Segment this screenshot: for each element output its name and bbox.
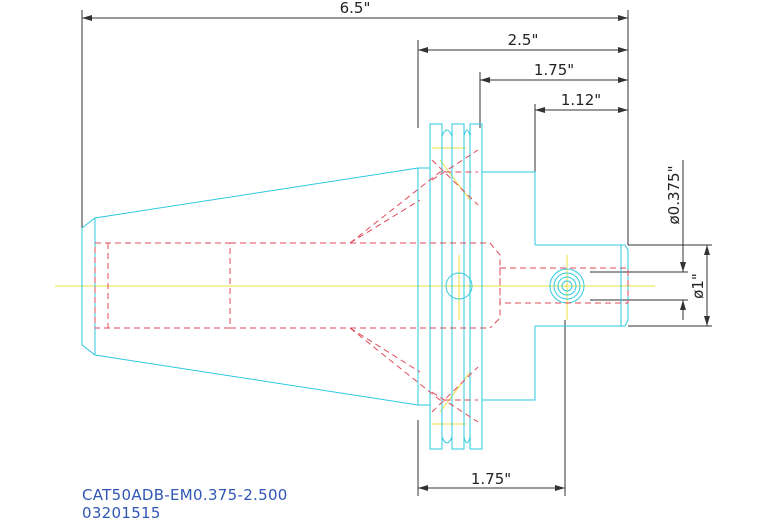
dimension-lines <box>81 10 712 496</box>
dim-overall-length: 6.5" <box>340 0 371 17</box>
dim-nose-length: 1.12" <box>561 91 601 109</box>
dim-flange-bottom: 1.75" <box>471 470 511 488</box>
part-number: CAT50ADB-EM0.375-2.500 <box>82 486 288 504</box>
centerlines <box>55 147 655 425</box>
dim-flange-to-end: 1.75" <box>534 61 574 79</box>
part-code: 03201515 <box>82 504 161 522</box>
dim-nose-diameter: ø1" <box>689 273 707 299</box>
dim-bore-diameter: ø0.375" <box>665 165 683 224</box>
dim-gauge-to-end: 2.5" <box>508 31 539 49</box>
dimension-arrows <box>82 15 710 491</box>
tool-holder-outline <box>81 123 629 450</box>
hidden-lines <box>94 149 629 423</box>
